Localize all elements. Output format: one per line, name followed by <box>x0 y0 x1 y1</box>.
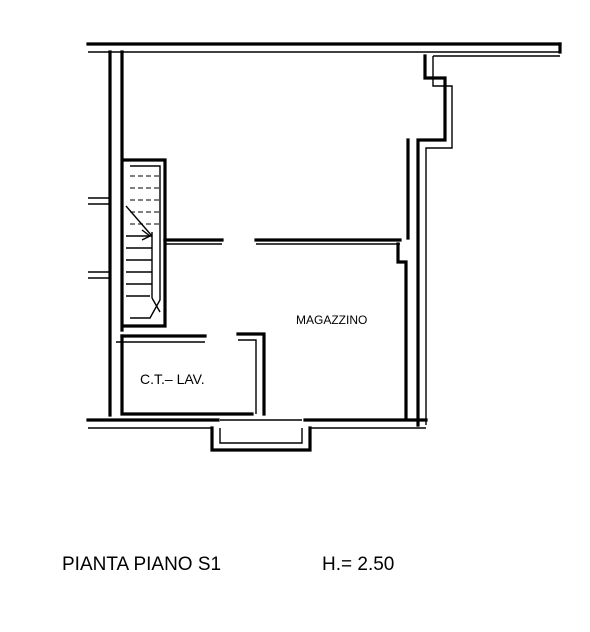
plan-title: PIANTA PIANO S1 <box>62 554 221 575</box>
plan-height: H.= 2.50 <box>322 554 394 575</box>
stair-arrow-icon <box>141 229 152 241</box>
staircase <box>122 158 167 328</box>
room-label-magazzino: MAGAZZINO <box>296 313 367 327</box>
interior-walls <box>116 238 402 416</box>
outer-walls <box>86 42 562 452</box>
room-label-ct-lav: C.T.– LAV. <box>140 371 205 387</box>
